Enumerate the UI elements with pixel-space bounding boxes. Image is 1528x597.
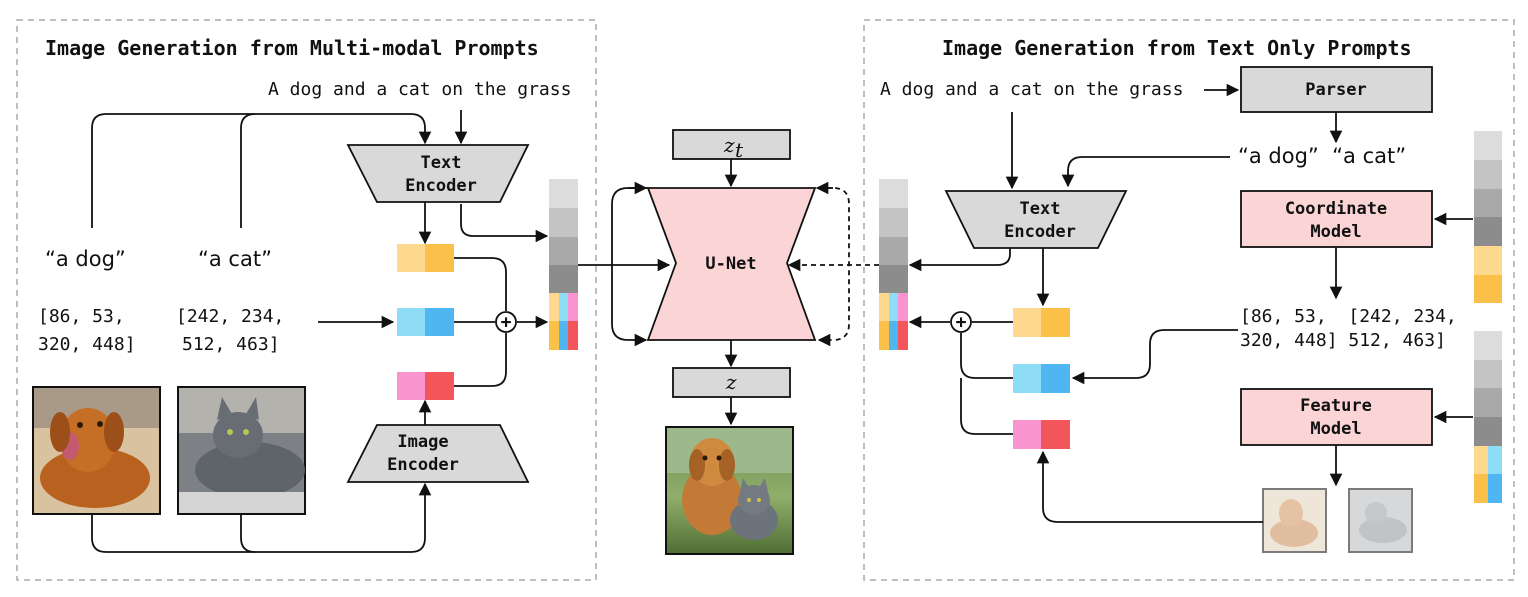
right-text-encoder-line1: Text	[1020, 199, 1061, 219]
predicted-boxes-line2: 320, 448] 512, 463]	[1240, 330, 1446, 351]
box-token	[397, 308, 454, 336]
parser-block	[1240, 66, 1433, 113]
feature-model-line2: Model	[1310, 419, 1361, 439]
cat-photo-connector	[240, 515, 256, 553]
right-sum-plus: +	[956, 312, 967, 333]
phrase-a-dog: “a dog”	[45, 247, 126, 271]
right-feature-token	[1013, 420, 1070, 449]
faded-dog-image	[1262, 488, 1327, 553]
right-encoder-to-stack	[908, 248, 1011, 272]
phrases-to-text-encoder	[1061, 156, 1230, 188]
feature-model-line1: Feature	[1300, 396, 1372, 416]
cat-box-line2: 512, 463]	[182, 334, 280, 355]
left-prompt-text: A dog and a cat on the grass	[268, 79, 571, 100]
left-skip-connection	[611, 187, 648, 347]
zt-subscript: t	[735, 138, 744, 162]
image-token-to-sum	[454, 333, 507, 387]
unet-label: U-Net	[705, 254, 756, 274]
images-to-feature-token	[1036, 450, 1263, 523]
cat-photo	[177, 386, 306, 515]
zt-label: z	[723, 133, 735, 157]
phrase-a-cat: “a cat”	[198, 247, 272, 271]
coordinate-model-block	[1240, 190, 1433, 248]
predicted-boxes-line1: [86, 53, [242, 234,	[1240, 306, 1457, 327]
dog-phrase-connector	[91, 113, 432, 228]
right-text-token	[1013, 308, 1070, 337]
left-image-encoder-line1: Image	[397, 432, 448, 452]
right-feature-token-to-sum	[960, 378, 1013, 435]
parsed-phrases: “a dog” “a cat”	[1238, 144, 1406, 168]
parser-label: Parser	[1305, 80, 1366, 100]
right-box-token	[1013, 364, 1070, 393]
right-text-encoder	[944, 190, 1128, 249]
right-sum-node	[950, 311, 972, 333]
photos-to-image-encoder	[91, 482, 432, 553]
coordinate-model-line2: Model	[1310, 222, 1361, 242]
image-token	[397, 372, 454, 400]
unet-block	[646, 187, 817, 341]
left-panel-title: Image Generation from Multi-modal Prompt…	[45, 36, 539, 60]
coordinate-model-line1: Coordinate	[1285, 199, 1387, 219]
right-text-encoder-line2: Encoder	[1004, 222, 1076, 242]
encoder-to-stack-arrow	[460, 204, 549, 243]
text-token	[397, 244, 454, 272]
right-box-token-to-sum	[960, 333, 1013, 379]
sum-node	[495, 311, 517, 333]
dog-box-line1: [86, 53,	[38, 306, 125, 327]
right-prompt-text: A dog and a cat on the grass	[880, 79, 1183, 100]
faded-cat-image	[1348, 488, 1413, 553]
dog-photo	[32, 386, 161, 515]
left-image-encoder	[346, 424, 530, 483]
left-text-encoder-line2: Encoder	[405, 176, 477, 196]
z-label: z	[725, 370, 737, 394]
left-panel	[16, 19, 597, 581]
left-image-encoder-line2: Encoder	[387, 455, 459, 475]
text-token-to-sum	[454, 257, 507, 311]
cat-phrase-connector	[240, 113, 256, 228]
feature-input-stack	[1474, 331, 1502, 503]
right-panel	[863, 19, 1515, 581]
boxes-to-box-token	[1071, 329, 1238, 385]
cat-box-line1: [242, 234,	[176, 306, 284, 327]
left-condition-stack	[549, 179, 578, 350]
sum-plus: +	[501, 312, 512, 333]
coordinate-input-stack	[1474, 131, 1502, 303]
right-panel-title: Image Generation from Text Only Prompts	[942, 36, 1412, 60]
right-skip-connection	[817, 187, 850, 347]
z-block	[672, 367, 791, 398]
dog-box-line2: 320, 448]	[38, 334, 136, 355]
right-condition-stack	[879, 179, 908, 350]
left-text-encoder	[346, 144, 530, 203]
generated-image	[665, 426, 794, 555]
left-text-encoder-line1: Text	[421, 153, 462, 173]
